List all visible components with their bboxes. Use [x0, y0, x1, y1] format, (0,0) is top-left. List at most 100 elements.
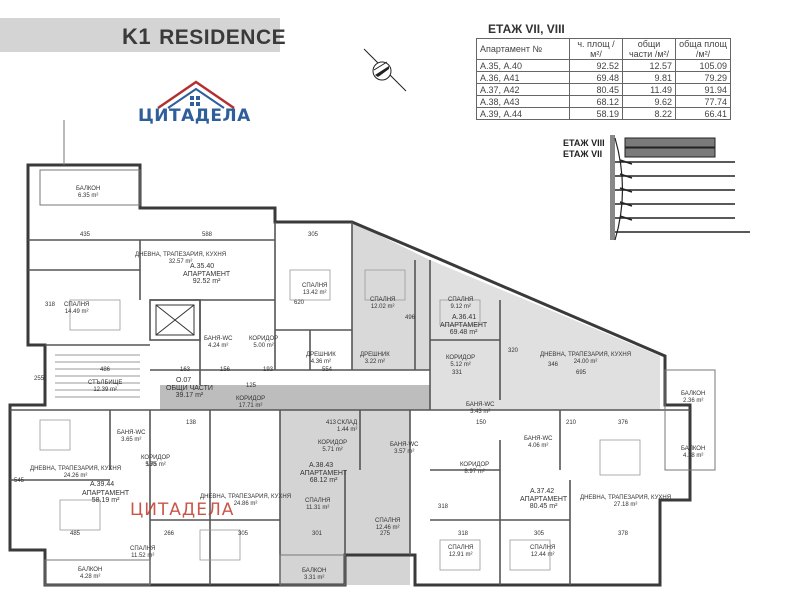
apartment-number: А.35.40: [190, 263, 215, 270]
cell: А.37, А42: [476, 83, 570, 96]
dimension: 318: [45, 302, 56, 308]
apartment-number: А.39.44: [90, 481, 115, 488]
furniture: [39, 269, 641, 571]
block-label: K1: [122, 24, 152, 49]
dimension: 193: [263, 367, 274, 373]
dimension: 266: [164, 531, 175, 537]
header-total-area: обща площ /м²/: [675, 38, 731, 60]
dimension: 413: [326, 420, 337, 426]
cell: 8.22: [622, 107, 676, 120]
floor-label-top: ЕТАЖ VIII: [563, 138, 605, 148]
table-title: ЕТАЖ VII, VIII: [488, 22, 565, 36]
apartment-number: А.38.43: [309, 462, 334, 469]
cell: 9.62: [622, 95, 676, 108]
dimension: 545: [14, 478, 25, 484]
dimension: 695: [576, 370, 587, 376]
staircase: [55, 354, 140, 398]
dimension: 318: [438, 504, 449, 510]
cell: 80.45: [569, 83, 623, 96]
dimension: 318: [458, 531, 469, 537]
apartment-number: А.36.41: [452, 314, 477, 321]
watermark-text: ЦИТАДЕЛА: [130, 500, 235, 520]
apartment-area-table: Апартамент № ч. площ /м²/ общи части /м²…: [476, 38, 731, 120]
cell: 79.29: [675, 71, 731, 84]
interior-walls: [10, 222, 690, 585]
project-name: RESIDENCE: [159, 26, 287, 49]
project-title: K1 RESIDENCE: [122, 24, 286, 50]
apartment-number: А.37.42: [530, 488, 555, 495]
table-header-row: Апартамент № ч. площ /м²/ общи части /м²…: [476, 38, 731, 60]
dimension: 320: [508, 348, 519, 354]
header-apartment: Апартамент №: [476, 38, 570, 60]
common-number: О.07: [176, 377, 192, 384]
dimension: 346: [548, 362, 559, 368]
dimension: 163: [180, 367, 191, 373]
cell: 58.19: [569, 107, 623, 120]
dimension: 210: [566, 420, 577, 426]
dimension: 156: [220, 367, 231, 373]
floor-plan: [8, 120, 716, 587]
header-common-area: общи части /м²/: [622, 38, 676, 60]
cell: 91.94: [675, 83, 731, 96]
dimension: 496: [405, 315, 416, 321]
section-floors: [614, 137, 750, 241]
logo-house-icon: [157, 80, 235, 110]
floor-label-bottom: ЕТАЖ VII: [563, 149, 602, 159]
dimension: 588: [202, 232, 213, 238]
dimension: 255: [34, 376, 45, 382]
dimension: 435: [80, 232, 91, 238]
cell: 105.09: [675, 59, 731, 72]
dimension: 554: [322, 367, 333, 373]
cell: 9.81: [622, 71, 676, 84]
dimension: 125: [246, 383, 257, 389]
cell: А.38, А43: [476, 95, 570, 108]
cell: А.39, А.44: [476, 107, 570, 120]
dimension: 378: [618, 531, 629, 537]
dimension: 150: [476, 420, 487, 426]
exterior-walls: [8, 163, 692, 587]
cell: 12.57: [622, 59, 676, 72]
dimension: 130: [146, 462, 157, 468]
dimension: 376: [618, 420, 629, 426]
dimension: 305: [534, 531, 545, 537]
dimension: 305: [238, 531, 249, 537]
north-arrow-icon: [363, 48, 407, 92]
dimension: 331: [452, 370, 463, 376]
cell: А.35, А.40: [476, 59, 570, 72]
dimension: 275: [380, 531, 391, 537]
